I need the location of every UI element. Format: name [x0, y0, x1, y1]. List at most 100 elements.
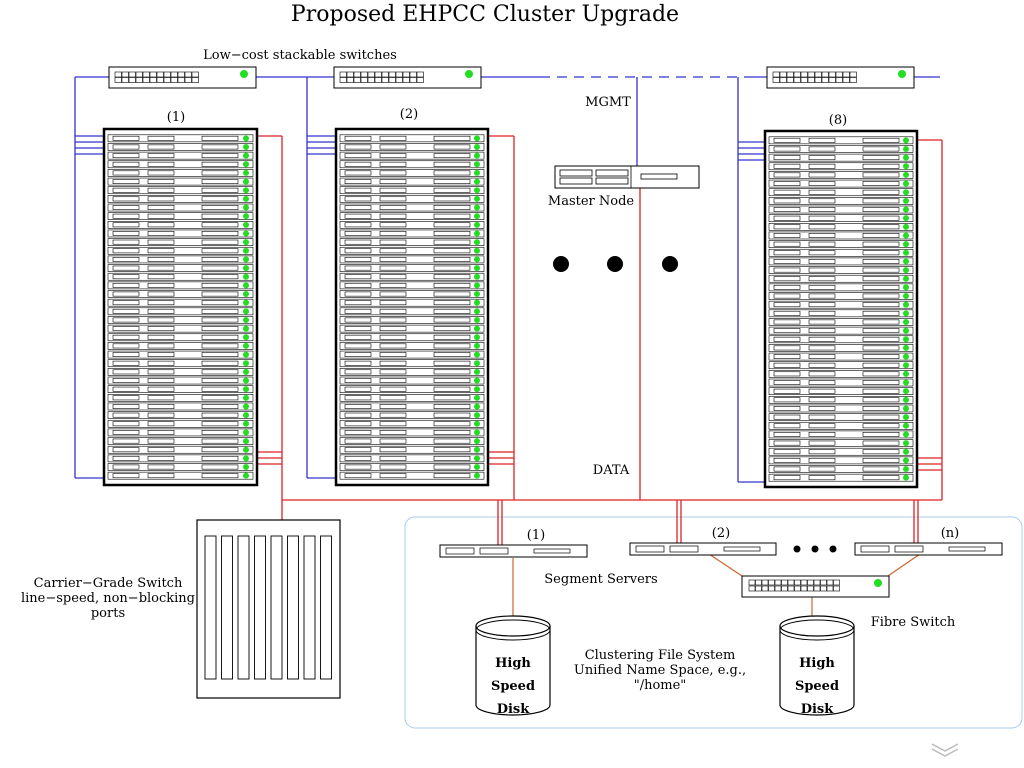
switch-port — [849, 77, 857, 83]
rack-node — [339, 359, 485, 368]
switch-port — [761, 579, 769, 586]
rack-node — [768, 240, 914, 248]
rack-2[interactable] — [334, 127, 490, 487]
rack-node — [339, 385, 485, 393]
switch-port — [353, 77, 361, 83]
switch-port — [114, 71, 122, 78]
switch-port — [828, 77, 836, 83]
cfs-label-line1: Clustering File System — [585, 648, 736, 663]
rack-node — [768, 352, 914, 361]
status-led-icon — [474, 351, 480, 358]
status-led-icon — [903, 189, 909, 196]
rack-node — [107, 385, 254, 393]
disk-1[interactable] — [475, 615, 551, 716]
rack-node — [339, 186, 485, 195]
rack-node — [339, 428, 485, 437]
switch-port — [191, 77, 199, 83]
switch-port — [813, 579, 821, 586]
status-led-icon — [243, 446, 249, 453]
switch-port — [142, 77, 150, 83]
fibre-switch[interactable] — [741, 575, 890, 598]
diagram-title: Proposed EHPCC Cluster Upgrade — [291, 2, 679, 27]
switch-port — [388, 71, 396, 78]
status-led-icon — [243, 152, 249, 159]
rack-2-label: (2) — [400, 107, 418, 122]
status-led-icon — [903, 353, 909, 360]
switch-port — [842, 77, 850, 83]
switch-port — [794, 585, 801, 592]
status-led-icon — [474, 420, 480, 427]
switch-port — [142, 71, 150, 78]
switch-port — [820, 579, 827, 586]
rack-8[interactable] — [763, 129, 919, 489]
rack-node — [107, 333, 254, 342]
status-led-icon — [903, 362, 909, 369]
status-led-icon — [243, 472, 249, 479]
rack-node — [107, 342, 254, 350]
segment-server-2[interactable] — [629, 542, 777, 556]
rack-1[interactable] — [102, 127, 259, 487]
rack-node — [768, 395, 914, 404]
rack-node — [107, 316, 254, 324]
rack-node — [339, 376, 485, 385]
status-led-icon — [474, 152, 480, 159]
switch-port — [807, 579, 814, 586]
switch-port — [177, 77, 185, 83]
status-led-icon — [474, 394, 480, 401]
status-led-icon — [903, 422, 909, 429]
rack-node — [339, 393, 485, 402]
switch-8[interactable] — [766, 66, 915, 89]
disk-2-label-line1: High — [799, 656, 835, 671]
disk-2[interactable] — [779, 615, 855, 716]
status-led-icon — [474, 230, 480, 237]
status-led-icon — [474, 256, 480, 263]
switch-port — [833, 585, 840, 592]
status-led-icon — [903, 293, 909, 300]
rack-node — [107, 177, 254, 186]
rack-node — [339, 316, 485, 324]
status-led-icon — [243, 377, 249, 384]
rack-node — [339, 342, 485, 350]
status-led-icon — [474, 135, 480, 142]
status-led-icon — [243, 386, 249, 393]
rack-node — [107, 298, 254, 307]
switch-port — [794, 579, 801, 586]
carrier-grade-switch[interactable] — [196, 519, 341, 699]
status-led-icon — [474, 403, 480, 410]
rack-node — [107, 428, 254, 437]
switch-port — [772, 77, 780, 83]
rack-node — [107, 350, 254, 359]
rack-node — [339, 212, 485, 220]
status-led-icon — [474, 377, 480, 384]
switch-port — [395, 77, 403, 83]
rack-node — [339, 169, 485, 177]
switch-1[interactable] — [108, 66, 257, 89]
status-led-icon — [903, 344, 909, 351]
switch-port — [821, 71, 829, 78]
switch-port — [833, 579, 840, 586]
rack-node — [768, 421, 914, 430]
status-led-icon — [243, 342, 249, 349]
status-led-icon — [474, 204, 480, 211]
segment-server-n-label: (n) — [941, 526, 960, 541]
status-led-icon — [903, 301, 909, 308]
rack-node — [339, 238, 485, 246]
switch-port — [755, 579, 762, 586]
chevron-down-icon — [931, 743, 959, 757]
status-led-icon — [474, 334, 480, 341]
rack-node — [339, 333, 485, 342]
status-led-icon — [903, 267, 909, 274]
rack-node — [768, 309, 914, 318]
rack-node — [107, 281, 254, 290]
master-node[interactable] — [554, 165, 700, 189]
rack-node — [768, 300, 914, 309]
status-led-icon — [240, 70, 248, 78]
data-network — [257, 135, 943, 545]
switch-port — [416, 77, 424, 83]
rack-node — [768, 387, 914, 395]
switch-2[interactable] — [333, 66, 482, 89]
rack-node — [768, 257, 914, 266]
rack-node — [339, 255, 485, 264]
segment-server-n[interactable] — [854, 542, 1003, 556]
segment-server-1[interactable] — [439, 544, 588, 558]
